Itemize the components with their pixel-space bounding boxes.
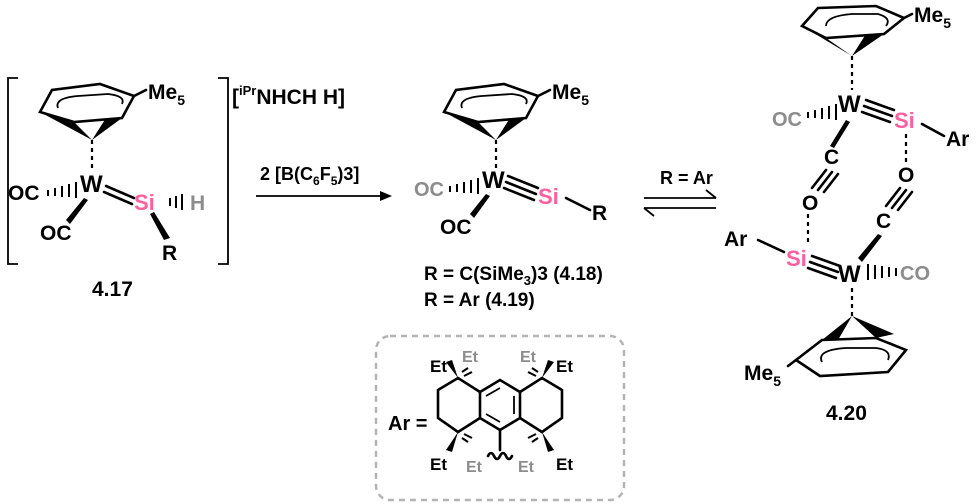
oc-bottom-label: OC — [40, 222, 72, 245]
oc-top-label-2: OC — [414, 179, 444, 201]
top-me5-label: Me — [914, 4, 943, 27]
compound-4-20: Me5 W OC Si Ar C O O C — [724, 4, 969, 425]
ar-et-wedge-4 — [542, 432, 554, 452]
wedged-si-r-bond — [150, 212, 170, 240]
ar-equals-label: Ar = — [388, 413, 427, 435]
w-si-triple-bond-c — [502, 186, 536, 202]
hashed-oc-bond — [47, 182, 77, 198]
right-carbon: C — [876, 210, 891, 233]
compound-4-18-4-19: Me5 W OC OC Si R R = C(SiMe3)3 (4.18) R … — [414, 81, 607, 311]
si-r-bond — [564, 196, 592, 212]
bottom-w-c-wedge — [858, 234, 882, 262]
cp-star-ring-top — [799, 4, 914, 56]
left-carbon: C — [824, 146, 839, 169]
r-substituent: R — [162, 242, 177, 265]
oc-top-label: OC — [8, 182, 40, 205]
cp-star-ring — [38, 82, 148, 140]
ar-et-label-5: Et — [430, 455, 447, 474]
ar-et-wedge-2 — [542, 360, 554, 378]
equilibrium-label: R = Ar — [660, 168, 713, 188]
svg-text:Me5: Me5 — [552, 81, 589, 108]
silicon-atom-2: Si — [538, 184, 559, 209]
top-hashed-oc — [807, 104, 837, 120]
tungsten-atom: W — [80, 171, 103, 198]
me5-label: Me — [148, 81, 177, 104]
svg-text:Me5: Me5 — [744, 362, 781, 389]
left-bracket — [7, 77, 18, 265]
ar-et-wedge-3 — [446, 432, 458, 452]
top-silicon: Si — [894, 108, 915, 133]
compound-4-17: Me5 W OC OC Si H R 4.17 [iPrN — [7, 77, 345, 301]
bottom-tungsten: W — [838, 261, 861, 288]
top-oc-label: OC — [772, 109, 802, 131]
top-me5-subscript: 5 — [943, 15, 951, 31]
top-tungsten: W — [838, 91, 861, 118]
counterion: [iPrNHCH H] — [232, 83, 345, 109]
bottom-me5-subscript: 5 — [773, 373, 781, 389]
r-definition-4-19: R = Ar (4.19) — [424, 290, 535, 311]
ar-et-label-6: Et — [466, 459, 483, 476]
bottom-hashed-co — [867, 264, 897, 280]
hashed-si-h-bond — [169, 194, 183, 210]
hashed-oc-bond-2 — [449, 178, 479, 194]
me5-subscript-2: 5 — [581, 92, 589, 108]
ar-et-wedge-1 — [446, 360, 458, 378]
ar-definition-box: Ar = Et Et Et E — [374, 334, 626, 502]
counterion-main: NHCH H — [256, 86, 338, 109]
left-oxygen: O — [802, 192, 818, 215]
tungsten-atom-2: W — [482, 167, 505, 194]
bottom-silicon: Si — [786, 246, 807, 271]
ar-et-label-1: Et — [430, 357, 447, 376]
compound-label-4-17: 4.17 — [92, 278, 133, 301]
equilibrium-arrows: R = Ar — [643, 168, 717, 217]
top-aryl: Ar — [946, 128, 969, 151]
wedged-oc-bond-2 — [470, 194, 490, 218]
silicon-atom: Si — [134, 190, 155, 215]
wedged-oc-bond — [66, 198, 88, 224]
cp-star-ring-bottom — [786, 316, 909, 378]
ar-et-label-4: Et — [556, 357, 573, 376]
ar-et-label-7: Et — [518, 459, 535, 476]
r-substituent-2: R — [592, 202, 607, 225]
compound-label-4-20: 4.20 — [826, 402, 867, 425]
reagent-label: 2 [B(C6F5)3] — [260, 164, 359, 188]
counterion-superscript: iPr — [239, 83, 256, 98]
bottom-co-label: CO — [900, 263, 930, 285]
w-si-triple-bond-b — [504, 180, 538, 196]
me5-subscript: 5 — [177, 92, 185, 108]
ar-et-label-2: Et — [462, 349, 479, 366]
bottom-aryl: Ar — [724, 228, 747, 251]
reaction-arrow: 2 [B(C6F5)3] — [256, 164, 392, 201]
w-si-double-bond-b — [102, 190, 134, 206]
right-oxygen: O — [898, 164, 914, 187]
bottom-me5-label: Me — [744, 362, 773, 385]
ar-right-ring — [518, 376, 564, 434]
ar-left-ring — [436, 376, 482, 434]
cp-star-ring-2 — [442, 82, 552, 140]
w-si-double-bond-a — [104, 184, 136, 200]
w-si-triple-bond-a — [506, 174, 540, 190]
ar-et-label-3: Et — [520, 349, 537, 366]
hydride-label: H — [190, 192, 205, 215]
r-definition-4-18: R = C(SiMe3)3 (4.18) — [424, 264, 603, 288]
ar-benzene-core — [478, 378, 522, 461]
ar-et-label-8: Et — [556, 455, 573, 474]
top-w-c-wedge — [830, 120, 850, 148]
oc-bottom-label-2: OC — [440, 216, 472, 239]
svg-text:Me5: Me5 — [148, 81, 185, 108]
right-bracket — [218, 77, 229, 265]
svg-text:Me5: Me5 — [914, 4, 951, 31]
me5-label-2: Me — [552, 81, 581, 104]
